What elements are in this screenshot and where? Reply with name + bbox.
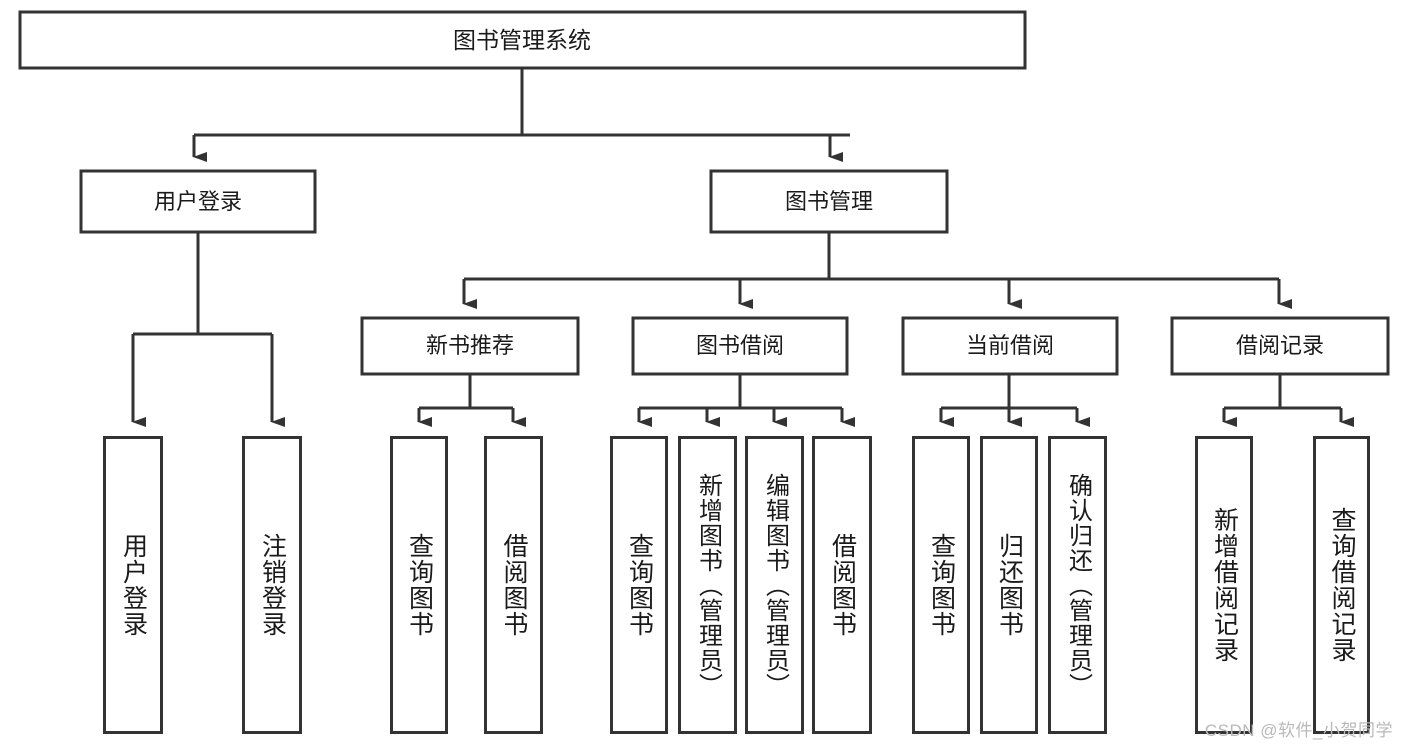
node-current-borrow-label: 当前借阅 bbox=[966, 333, 1054, 358]
connector-new-book-rec-to-leaves bbox=[417, 374, 526, 427]
connector-current-borrow-to-leaves bbox=[939, 374, 1090, 427]
leaf-node-label: 新增借阅记录 bbox=[1210, 507, 1239, 663]
leaf-node-label: 归还图书 bbox=[995, 533, 1024, 637]
leaf-node-logout[interactable]: 注销登录 bbox=[242, 436, 302, 734]
leaf-node-borrow-book-rec[interactable]: 借阅图书 bbox=[484, 436, 543, 734]
node-borrow-record-label: 借阅记录 bbox=[1236, 333, 1324, 358]
leaf-node-label: 借阅图书 bbox=[500, 533, 528, 637]
leaf-node-user-login[interactable]: 用户登录 bbox=[103, 436, 163, 734]
connector-book-mgmt-to-level3 bbox=[462, 232, 1292, 309]
node-book-management-label: 图书管理 bbox=[785, 189, 873, 214]
leaf-node-label: 查询图书 bbox=[405, 533, 434, 637]
node-new-book-recommend-label: 新书推荐 bbox=[426, 333, 514, 358]
node-root[interactable]: 图书管理系统 bbox=[18, 10, 1027, 70]
connector-book-borrow-to-leaves bbox=[637, 374, 855, 427]
node-book-borrow[interactable]: 图书借阅 bbox=[631, 316, 849, 376]
node-user-login-label: 用户登录 bbox=[154, 189, 242, 214]
leaf-node-label: 注销登录 bbox=[258, 533, 287, 637]
leaf-node-query-book-rec[interactable]: 查询图书 bbox=[390, 436, 448, 734]
leaf-node-label: 编辑图书（管理员） bbox=[761, 472, 789, 698]
leaf-node-query-book-borrow[interactable]: 查询图书 bbox=[610, 436, 668, 734]
leaf-node-add-borrow-record[interactable]: 新增借阅记录 bbox=[1195, 436, 1253, 734]
leaf-node-label: 新增图书（管理员） bbox=[694, 472, 722, 698]
leaf-node-add-book-admin[interactable]: 新增图书（管理员） bbox=[678, 436, 737, 734]
connector-root-to-level2 bbox=[192, 68, 850, 162]
leaf-node-query-book-current[interactable]: 查询图书 bbox=[912, 436, 970, 734]
leaf-node-edit-book-admin[interactable]: 编辑图书（管理员） bbox=[745, 436, 804, 734]
leaf-node-label: 查询图书 bbox=[625, 533, 654, 637]
node-root-label: 图书管理系统 bbox=[453, 27, 591, 53]
node-book-management[interactable]: 图书管理 bbox=[709, 169, 949, 234]
node-borrow-record[interactable]: 借阅记录 bbox=[1170, 316, 1390, 376]
leaf-node-query-borrow-record[interactable]: 查询借阅记录 bbox=[1313, 436, 1370, 734]
node-new-book-recommend[interactable]: 新书推荐 bbox=[360, 316, 580, 376]
leaf-node-confirm-return-admin[interactable]: 确认归还（管理员） bbox=[1048, 436, 1107, 734]
node-user-login[interactable]: 用户登录 bbox=[79, 169, 317, 234]
connector-borrow-record-to-leaves bbox=[1222, 374, 1354, 427]
node-book-borrow-label: 图书借阅 bbox=[696, 333, 784, 358]
leaf-node-label: 确认归还（管理员） bbox=[1064, 472, 1092, 698]
leaf-node-label: 查询借阅记录 bbox=[1328, 507, 1356, 663]
leaf-node-label: 用户登录 bbox=[119, 533, 148, 637]
node-current-borrow[interactable]: 当前借阅 bbox=[901, 316, 1119, 376]
leaf-node-return-book[interactable]: 归还图书 bbox=[980, 436, 1038, 734]
leaf-node-borrow-book[interactable]: 借阅图书 bbox=[812, 436, 872, 734]
leaf-node-label: 查询图书 bbox=[927, 533, 956, 637]
connector-user-login-to-leaves bbox=[131, 232, 285, 427]
leaf-node-label: 借阅图书 bbox=[828, 533, 857, 637]
